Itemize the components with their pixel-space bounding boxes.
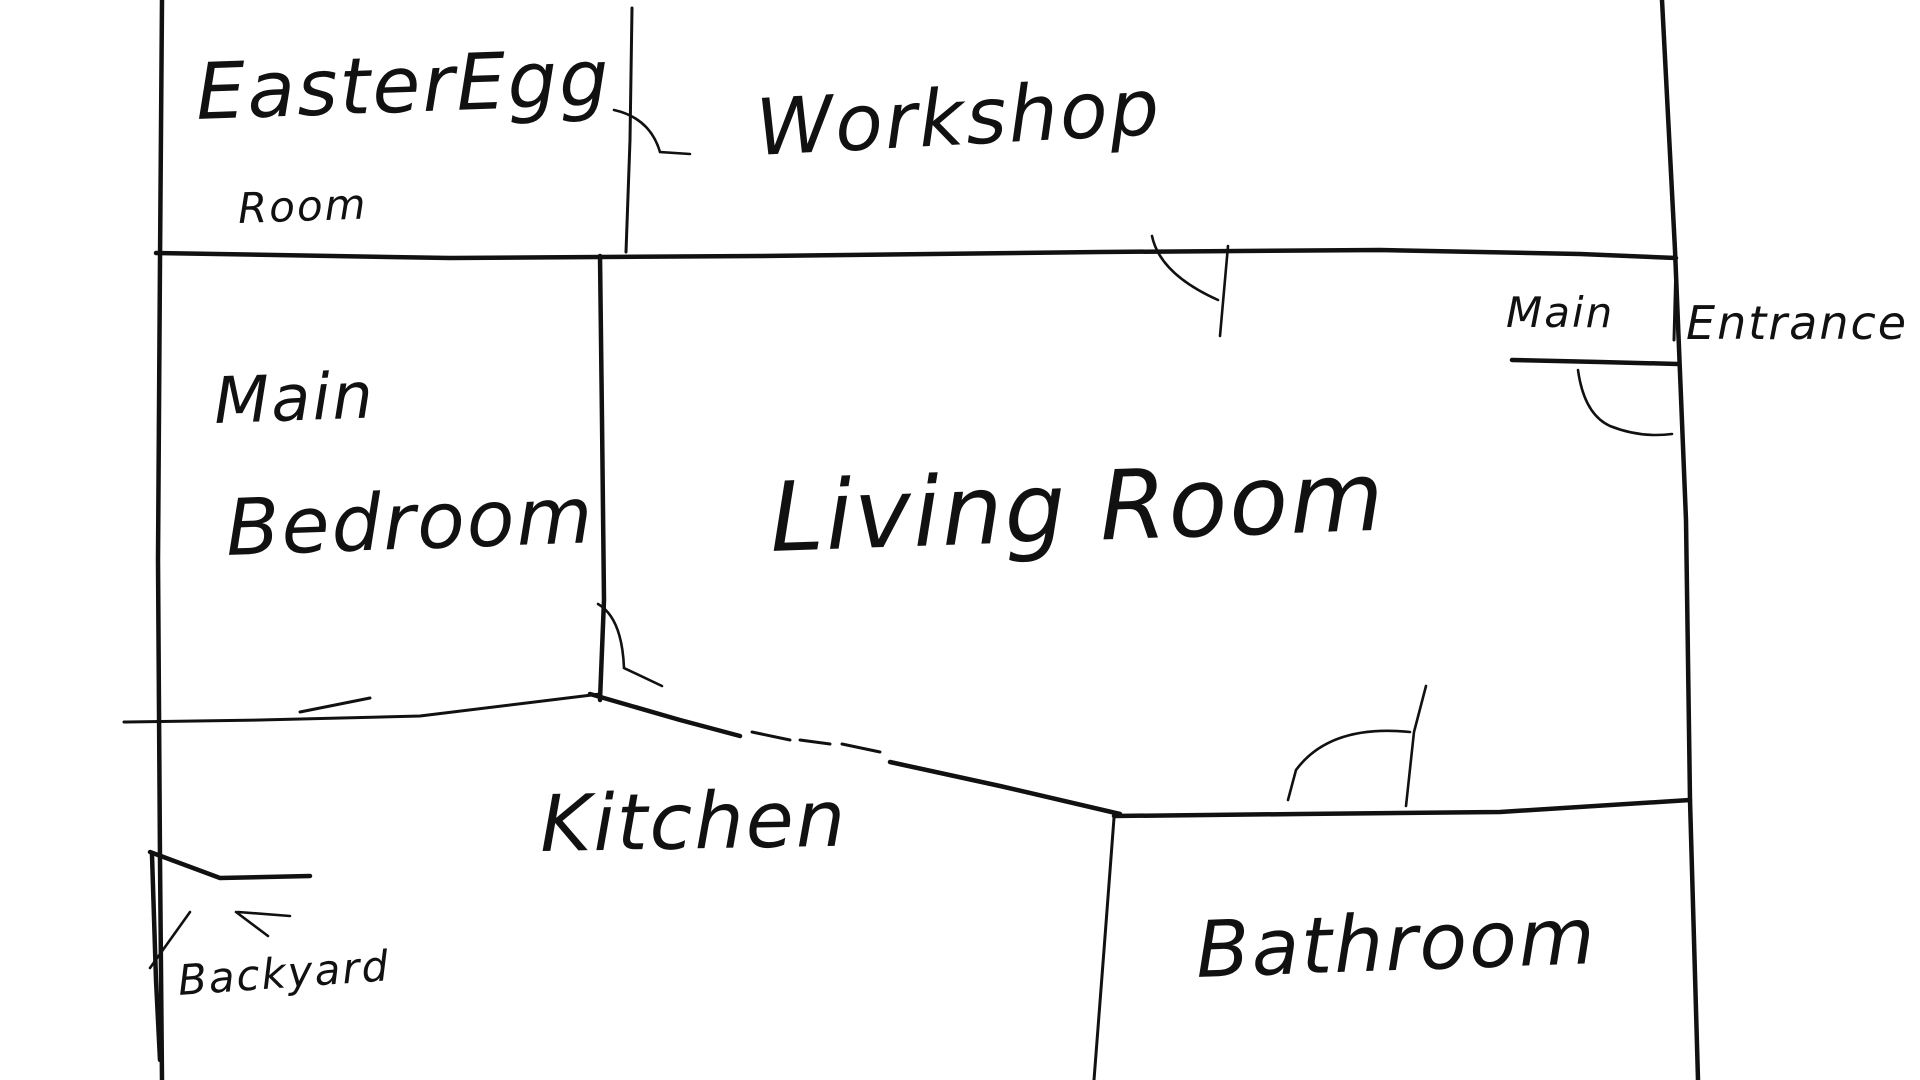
backyard-arrow-icon (148, 910, 292, 970)
wall-kitchen-living-2 (887, 759, 1123, 817)
workshop-label: Workshop (753, 62, 1164, 174)
main-entrance-line1: Main (1506, 288, 1615, 337)
wall-bedroom-kitchen (122, 692, 602, 724)
main-bedroom-line2: Bedroom (224, 471, 596, 574)
wall-right-outer (1659, 0, 1701, 1080)
door-swing-workshop (612, 108, 692, 156)
wall-bedroom-living (597, 253, 607, 703)
main-entrance-line2: Entrance (1686, 296, 1909, 350)
easter-egg-room-title: EasterEgg (194, 33, 612, 138)
easter-egg-room-subtitle: Room (237, 179, 369, 233)
living-room-label: Living Room (768, 440, 1388, 574)
kitchen-label: Kitchen (539, 774, 848, 870)
wall-bathroom-left (1092, 816, 1116, 1080)
wall-main-entrance (1509, 357, 1681, 367)
wall-entrance-mark (1672, 260, 1678, 342)
wall-kitchen-living (587, 691, 743, 739)
wall-top-band (153, 247, 1679, 261)
main-bedroom-line1: Main (212, 359, 376, 439)
door-swing-bathroom (1286, 684, 1428, 808)
door-swing-entrance (1576, 368, 1674, 437)
wall-bedroom-kitchen-stroke (298, 696, 372, 714)
wall-backyard (147, 849, 313, 881)
wall-kitchen-living-dash (750, 730, 882, 754)
wall-left-outer (155, 0, 165, 1080)
door-swing-bedroom (596, 602, 664, 688)
wall-easter-workshop (624, 6, 634, 254)
bathroom-label: Bathroom (1194, 892, 1599, 996)
wall-bathroom-top (1111, 797, 1693, 819)
wall-backyard-vert (149, 852, 163, 1063)
door-swing-living-top (1150, 234, 1230, 338)
